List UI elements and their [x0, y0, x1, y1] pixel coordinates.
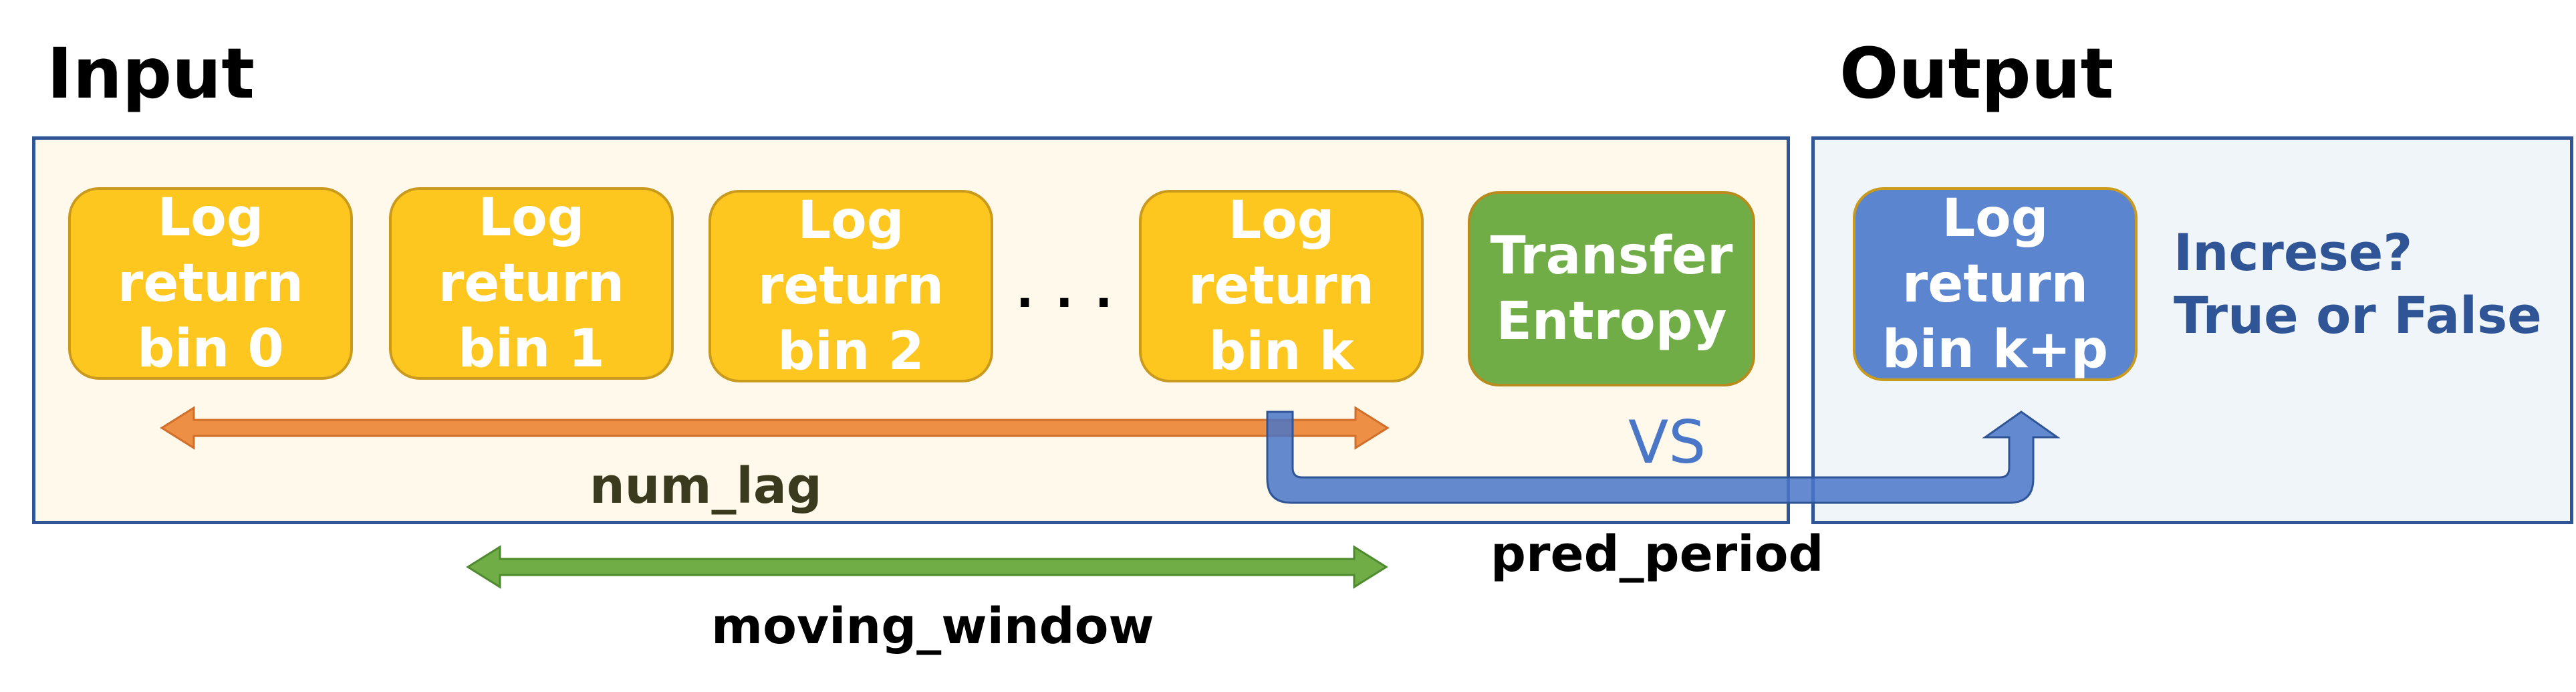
transfer-entropy-box: Transfer Entropy	[1468, 191, 1755, 386]
log-return-bin-0: Log return bin 0	[68, 187, 353, 380]
moving-window-label: moving_window	[711, 598, 1154, 655]
log-return-bin-1: Log return bin 1	[389, 187, 674, 380]
moving-window-arrow	[466, 545, 1388, 589]
pred-period-arrow	[1266, 411, 2061, 504]
log-return-bin-k-plus-p: Log return bin k+p	[1853, 187, 2138, 381]
ellipsis: . . .	[1016, 263, 1116, 318]
output-heading: Output	[1839, 33, 2114, 114]
log-return-bin-2: Log return bin 2	[709, 190, 993, 382]
output-panel	[1811, 136, 2573, 524]
num-lag-arrow	[160, 406, 1390, 450]
num-lag-label: num_lag	[590, 457, 822, 515]
log-return-bin-k: Log return bin k	[1139, 190, 1424, 382]
vs-label: VS	[1628, 408, 1706, 477]
input-heading: Input	[47, 33, 255, 114]
output-question-line-2: True or False	[2174, 285, 2542, 345]
output-question-line-1: Increse?	[2174, 223, 2413, 282]
pred-period-label: pred_period	[1491, 526, 1824, 583]
